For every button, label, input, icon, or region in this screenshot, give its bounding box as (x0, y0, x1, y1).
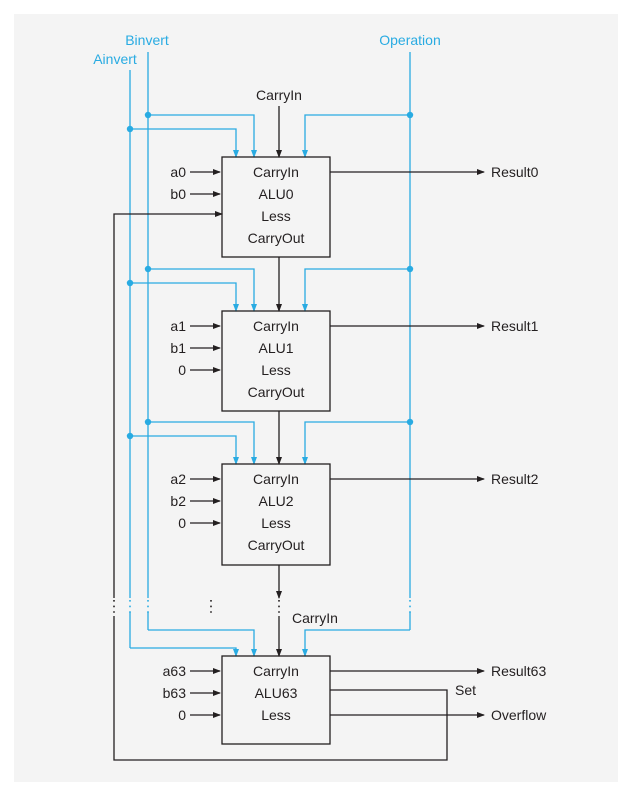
input-label-a: a63 (163, 663, 187, 679)
alu-box-alu63 (221, 655, 331, 745)
ainvert-tap (130, 647, 239, 657)
alu-port-label: Less (261, 208, 291, 224)
alu-port-label: ALU0 (258, 186, 293, 202)
ainvert-label: Ainvert (93, 51, 137, 67)
input-label-b: b63 (163, 685, 187, 701)
less-input-label: 0 (178, 362, 186, 378)
alu-port-label: Less (261, 515, 291, 531)
alu-port-label: CarryOut (248, 230, 305, 246)
binvert-tap (148, 268, 257, 312)
binvert-label: Binvert (125, 32, 169, 48)
binvert-tap (148, 421, 257, 465)
alu-port-label: CarryOut (248, 537, 305, 553)
ainvert-tap (130, 282, 239, 312)
less-input-label: 0 (178, 515, 186, 531)
result-label: Result63 (491, 663, 546, 679)
input-label-b: b1 (170, 340, 186, 356)
alu-port-label: ALU2 (258, 493, 293, 509)
operation-tap (302, 421, 410, 465)
alu-port-label: ALU1 (258, 340, 293, 356)
input-label-a: a1 (170, 318, 186, 334)
alu-64bit-diagram: Binvert Ainvert Operation CarryIn CarryI… (93, 32, 547, 761)
alu-port-label: Less (261, 362, 291, 378)
input-label-a: a2 (170, 471, 186, 487)
figure-panel: Binvert Ainvert Operation CarryIn CarryI… (14, 14, 618, 782)
ainvert-tap (130, 435, 239, 465)
operation-tap (302, 268, 410, 312)
operation-tap (302, 629, 410, 657)
binvert-tap (148, 629, 257, 657)
binvert-tap (148, 114, 257, 158)
carryin-top-label: CarryIn (256, 87, 302, 103)
less-feedback-wire (113, 211, 223, 598)
alu-port-label: CarryIn (253, 471, 299, 487)
alu-port-label: CarryIn (253, 663, 299, 679)
set-feedback-wire (113, 616, 448, 761)
set-label: Set (455, 682, 476, 698)
operation-label: Operation (379, 32, 440, 48)
alu-port-label: Less (261, 707, 291, 723)
operation-tap (302, 114, 410, 158)
less-input-label: 0 (178, 707, 186, 723)
result-label: Result0 (491, 164, 539, 180)
result-label: Result2 (491, 471, 539, 487)
alu-port-label: CarryOut (248, 384, 305, 400)
alu-box-alu0 (221, 156, 331, 258)
alu-port-label: CarryIn (253, 164, 299, 180)
input-label-a: a0 (170, 164, 186, 180)
result-label: Result1 (491, 318, 539, 334)
input-label-b: b2 (170, 493, 186, 509)
carryin-mid-label: CarryIn (292, 610, 338, 626)
alu-port-label: ALU63 (255, 685, 298, 701)
alu-box-alu2 (221, 463, 331, 566)
alu-port-label: CarryIn (253, 318, 299, 334)
overflow-label: Overflow (491, 707, 547, 723)
alu-box-alu1 (221, 310, 331, 412)
ainvert-tap (130, 128, 239, 158)
input-label-b: b0 (170, 186, 186, 202)
